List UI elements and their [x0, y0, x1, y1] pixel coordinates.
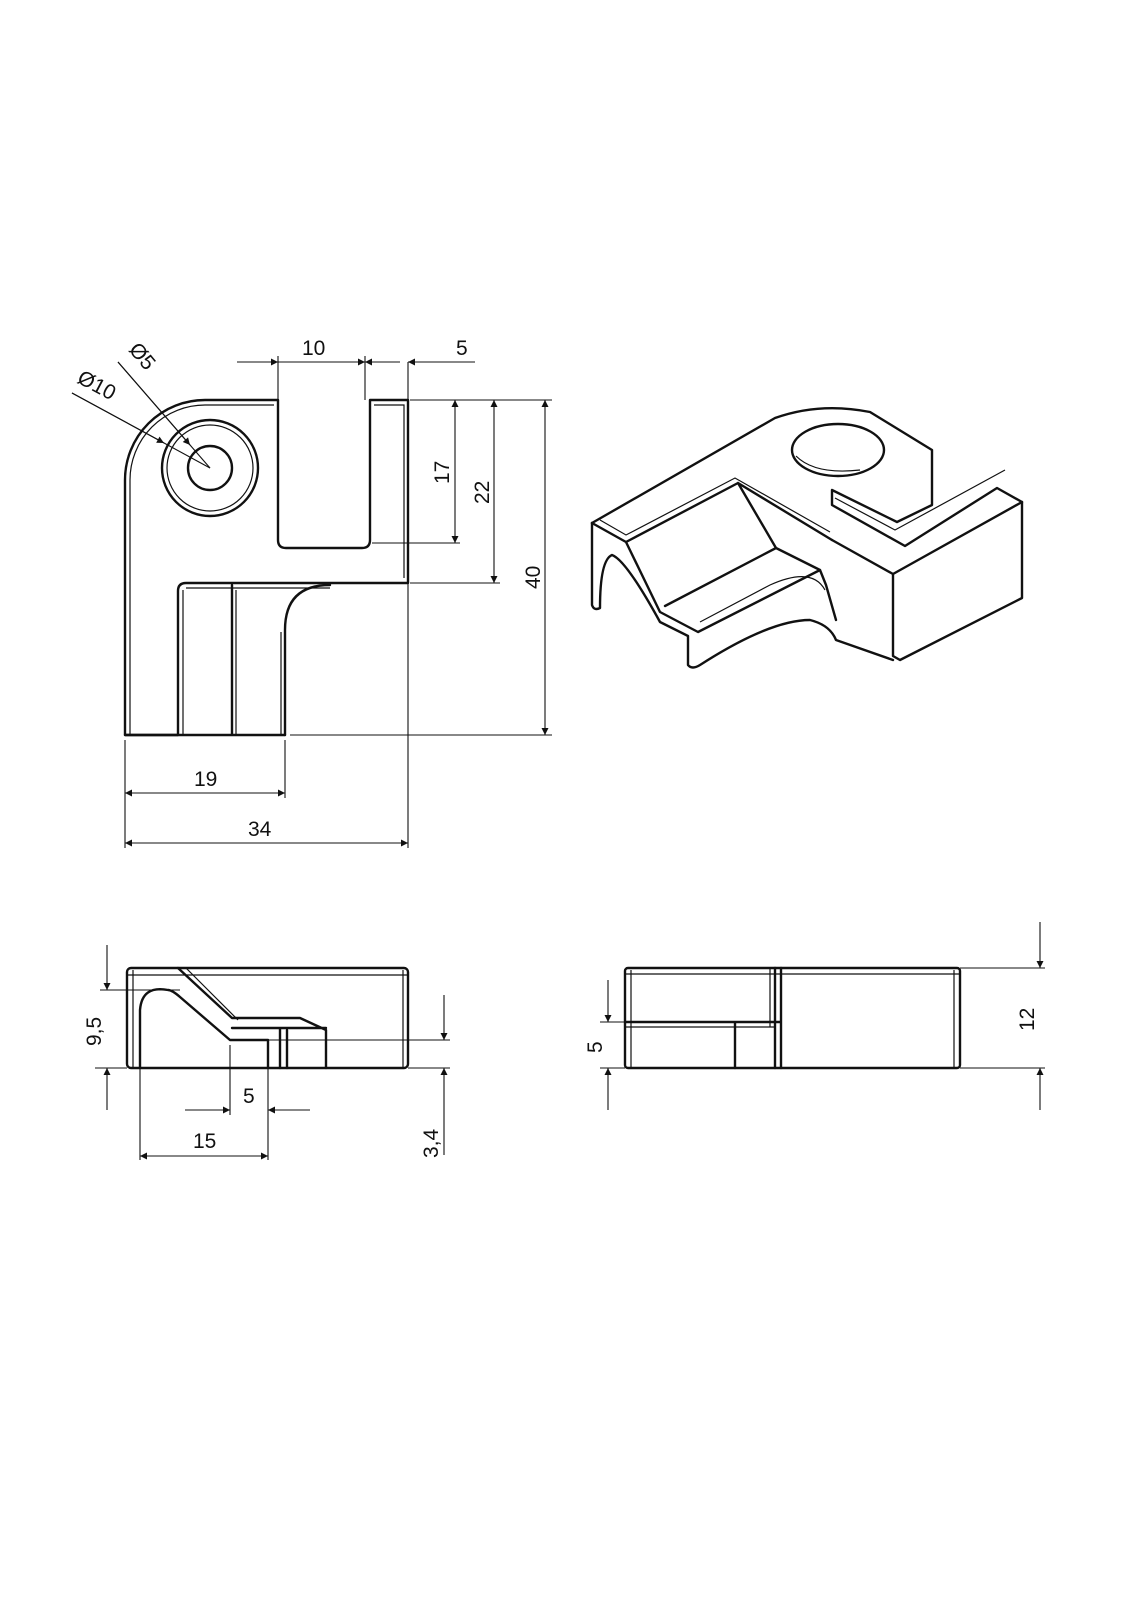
dim-lower-width: 19: [194, 768, 217, 791]
dim-total-height: 40: [522, 566, 545, 589]
dim-end-total-height: 12: [1016, 1008, 1039, 1031]
dim-ramp-height: 9,5: [83, 1017, 106, 1046]
dim-slot-width: 10: [302, 337, 325, 360]
side-view: 9,5 5 15 3,4: [83, 945, 450, 1160]
end-view: 5 12: [584, 922, 1045, 1110]
front-view: Ø10 Ø5 10 5 17 22 40 19 34: [71, 337, 552, 848]
boss-outer: [160, 418, 260, 518]
dim-hole-diameter: Ø5: [124, 338, 160, 374]
dim-floor-height: 3,4: [420, 1128, 443, 1158]
dim-slot-depth: 17: [431, 461, 454, 484]
dim-upper-height: 22: [471, 481, 494, 504]
dim-total-width: 34: [248, 818, 272, 841]
dim-lower-height: 5: [584, 1041, 607, 1053]
fillet: [283, 583, 332, 737]
isometric-view: [590, 406, 1024, 669]
dim-outer-diameter: Ø10: [74, 366, 120, 405]
dim-arch-width: 15: [193, 1130, 216, 1153]
dim-step-width: 5: [243, 1085, 255, 1108]
hole: [186, 444, 234, 492]
dim-right-wall: 5: [456, 337, 468, 360]
front-outline: [123, 398, 410, 737]
